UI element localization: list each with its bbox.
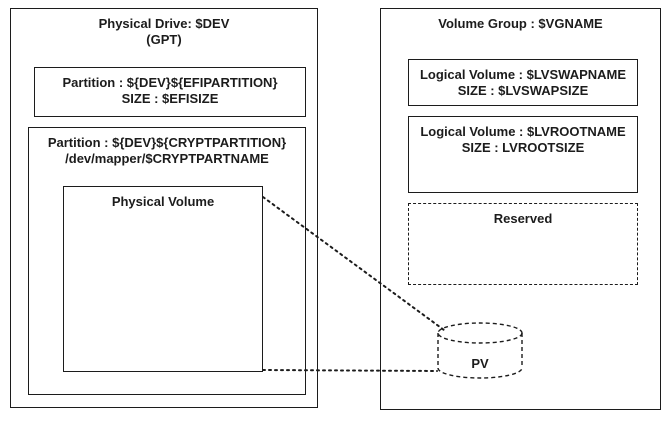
efi-partition-size: SIZE : $EFISIZE — [121, 91, 219, 106]
pv-cylinder-label: PV — [471, 356, 489, 371]
volume-group-title: Volume Group : $VGNAME — [438, 16, 603, 31]
physical-drive-box: Physical Drive: $DEV (GPT) Partition : $… — [10, 8, 318, 408]
crypt-partition-box: Partition : ${DEV}${CRYPTPARTITION} /dev… — [28, 127, 306, 395]
volume-group-box: Volume Group : $VGNAME Logical Volume : … — [380, 8, 661, 410]
crypt-partition-name: Partition : ${DEV}${CRYPTPARTITION} — [47, 135, 287, 150]
lv-root-name: Logical Volume : $LVROOTNAME — [420, 124, 626, 139]
physical-drive-subtitle: (GPT) — [146, 32, 182, 47]
physical-volume-label: Physical Volume — [111, 194, 215, 209]
physical-drive-title: Physical Drive: $DEV — [98, 16, 230, 31]
efi-partition-box: Partition : ${DEV}${EFIPARTITION} SIZE :… — [34, 67, 306, 117]
lv-root-size: SIZE : LVROOTSIZE — [461, 140, 585, 155]
physical-volume-box: Physical Volume — [63, 186, 263, 372]
lv-swap-name: Logical Volume : $LVSWAPNAME — [419, 67, 627, 82]
lv-swap-size: SIZE : $LVSWAPSIZE — [457, 83, 589, 98]
crypt-partition-mapper: /dev/mapper/$CRYPTPARTNAME — [65, 151, 269, 166]
lv-swap-box: Logical Volume : $LVSWAPNAME SIZE : $LVS… — [408, 59, 638, 106]
reserved-box: Reserved — [408, 203, 638, 285]
efi-partition-name: Partition : ${DEV}${EFIPARTITION} — [62, 75, 278, 90]
reserved-label: Reserved — [493, 211, 553, 226]
lv-root-box: Logical Volume : $LVROOTNAME SIZE : LVRO… — [408, 116, 638, 193]
